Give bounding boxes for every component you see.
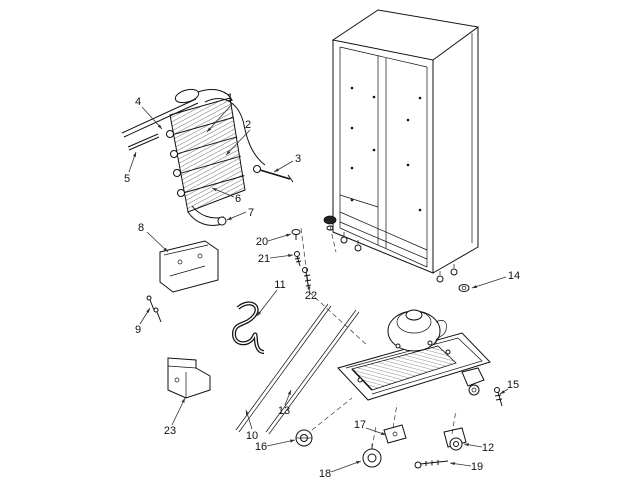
callout-4-label: 4	[135, 96, 141, 108]
evaporator-bracket	[159, 240, 219, 293]
front-roller-16	[295, 429, 313, 447]
callout-20-label: 20	[256, 236, 268, 248]
callout-20: 20	[256, 233, 292, 248]
grommet-cap	[291, 229, 301, 235]
callout-9-label: 9	[135, 324, 141, 336]
capillary-tube	[204, 98, 266, 166]
defrost-heater-end	[253, 165, 294, 183]
callout-15-label: 15	[507, 379, 519, 391]
accumulator	[174, 88, 200, 104]
callout-3: 3	[273, 153, 301, 173]
tube-segment	[127, 133, 160, 151]
callout-8-label: 8	[138, 222, 144, 234]
callout-21: 21	[258, 253, 294, 265]
callout-21-label: 21	[258, 253, 270, 265]
support-rod-10	[235, 303, 332, 433]
callout-16-label: 16	[255, 441, 267, 453]
callout-2-label: 2	[245, 119, 251, 131]
cabinet-rollers	[340, 232, 458, 283]
screw-19	[414, 460, 449, 469]
callout-14-label: 14	[508, 270, 520, 282]
compressor-cap	[405, 309, 423, 321]
callout-7: 7	[226, 207, 254, 221]
callout-14: 14	[471, 270, 520, 289]
drain-cap	[323, 215, 337, 225]
callout-1: 1	[206, 92, 234, 133]
callout-11: 11	[256, 279, 286, 317]
callouts: 1 2 3 4 5 6 7 8 9 10 11 12 13 14 15 16 1…	[124, 92, 520, 480]
screw-21-head	[294, 251, 300, 257]
callout-5-label: 5	[124, 173, 130, 185]
evaporator-tubes-loose	[121, 98, 199, 151]
callout-6-label: 6	[235, 193, 241, 205]
screw-15	[494, 387, 503, 407]
callout-13-label: 13	[278, 405, 290, 417]
callout-2: 2	[225, 119, 251, 156]
callout-23: 23	[164, 397, 186, 437]
callout-8: 8	[138, 222, 169, 253]
callout-12-label: 12	[482, 442, 494, 454]
small-fasteners	[291, 229, 312, 291]
callout-11-label: 11	[274, 279, 285, 291]
lower-bracket	[167, 357, 211, 399]
callout-5: 5	[124, 151, 137, 185]
suction-tube	[197, 89, 233, 101]
frame-holes	[350, 86, 422, 212]
evaporator-coil	[166, 88, 266, 226]
callout-19-label: 19	[471, 461, 483, 473]
compressor-tube	[435, 320, 447, 345]
callout-22: 22	[305, 283, 317, 302]
callout-9: 9	[135, 307, 151, 336]
callout-10: 10	[245, 409, 258, 442]
callout-7-label: 7	[248, 207, 254, 219]
roller-bracket-17	[383, 424, 407, 444]
support-rods	[235, 303, 360, 435]
callout-22-label: 22	[305, 290, 317, 302]
roller-assembly-12	[443, 427, 467, 451]
callout-19: 19	[449, 461, 483, 473]
grommet-14	[458, 284, 470, 292]
callout-17: 17	[354, 419, 387, 436]
callout-17-label: 17	[354, 419, 366, 431]
callout-10-label: 10	[246, 430, 258, 442]
rear-roller-bracket	[461, 367, 485, 387]
callout-18: 18	[319, 460, 362, 480]
callout-1-label: 1	[227, 92, 233, 104]
callout-23-label: 23	[164, 425, 176, 437]
callout-12: 12	[463, 442, 494, 454]
bracket-screws	[146, 295, 162, 323]
heater-rod	[121, 98, 199, 138]
rear-roller	[468, 384, 480, 396]
compressor-assembly	[337, 309, 491, 401]
drain-trap-tube	[231, 301, 265, 354]
callout-16: 16	[255, 439, 296, 453]
callout-18-label: 18	[319, 468, 331, 480]
roller-18	[362, 444, 382, 468]
support-rod-13	[265, 309, 360, 435]
callout-15: 15	[499, 379, 519, 395]
callout-6: 6	[211, 187, 241, 205]
callout-13: 13	[278, 389, 292, 417]
refrigerator-cabinet	[323, 9, 480, 283]
grommet-14-hole	[461, 286, 467, 290]
callout-3-label: 3	[295, 153, 301, 165]
callout-4: 4	[135, 96, 163, 130]
